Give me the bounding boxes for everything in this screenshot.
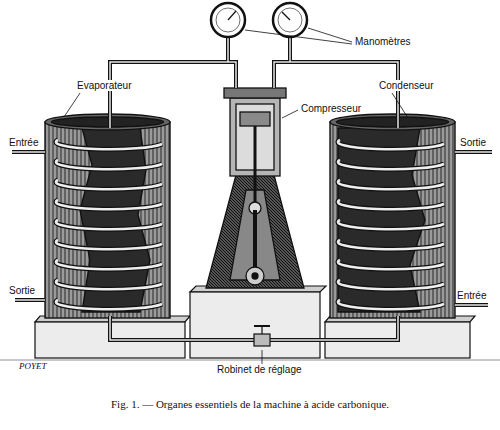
coil-winding: [338, 140, 444, 149]
part-label: Compresseur: [300, 103, 362, 114]
coil-winding: [56, 300, 162, 309]
coil-winding: [56, 240, 162, 249]
coil-winding: [56, 280, 162, 289]
port-label: Sortie: [8, 285, 36, 296]
coil-winding: [56, 260, 162, 269]
part-label: Robinet de réglage: [216, 364, 303, 375]
regulating-valve: [254, 326, 270, 346]
part-label: Manomètres: [354, 36, 412, 47]
coil-winding: [338, 240, 444, 249]
coil-winding: [338, 300, 444, 309]
part-label: Condenseur: [378, 80, 434, 91]
coil-winding: [338, 220, 444, 229]
coil-winding: [338, 220, 444, 229]
coil-winding: [338, 280, 444, 289]
port-label: Entrée: [456, 290, 487, 301]
coil-winding: [338, 180, 444, 189]
coil-winding: [338, 200, 444, 209]
coil-winding: [338, 160, 444, 169]
signature: POYET: [18, 362, 48, 372]
compressor: [206, 88, 304, 288]
evaporator: [45, 114, 170, 318]
coil-winding: [338, 300, 444, 309]
port-label: Entrée: [8, 137, 39, 148]
leader-lines: [64, 28, 408, 364]
coil-winding: [56, 160, 162, 169]
coil-winding: [56, 280, 162, 289]
coil-winding: [56, 220, 162, 229]
part-label: Evaporateur: [76, 80, 132, 91]
coil-winding: [338, 140, 444, 149]
coil-winding: [56, 180, 162, 189]
coil-winding: [56, 160, 162, 169]
port-label: Sortie: [459, 137, 487, 148]
coil-winding: [56, 260, 162, 269]
coil-winding: [56, 220, 162, 229]
coil-winding: [338, 280, 444, 289]
figure-caption: Fig. 1. — Organes essentiels de la machi…: [0, 398, 500, 410]
coil-winding: [56, 140, 162, 149]
coil-winding: [338, 260, 444, 269]
coil-winding: [338, 160, 444, 169]
coil-winding: [338, 180, 444, 189]
coil-winding: [338, 240, 444, 249]
coil-winding: [56, 200, 162, 209]
coil-winding: [56, 240, 162, 249]
coil-winding: [338, 200, 444, 209]
pipes: [12, 38, 492, 340]
coil-winding: [56, 140, 162, 149]
coil-winding: [56, 300, 162, 309]
condenser: [330, 114, 455, 318]
coil-winding: [56, 180, 162, 189]
coil-winding: [338, 260, 444, 269]
coil-winding: [56, 200, 162, 209]
